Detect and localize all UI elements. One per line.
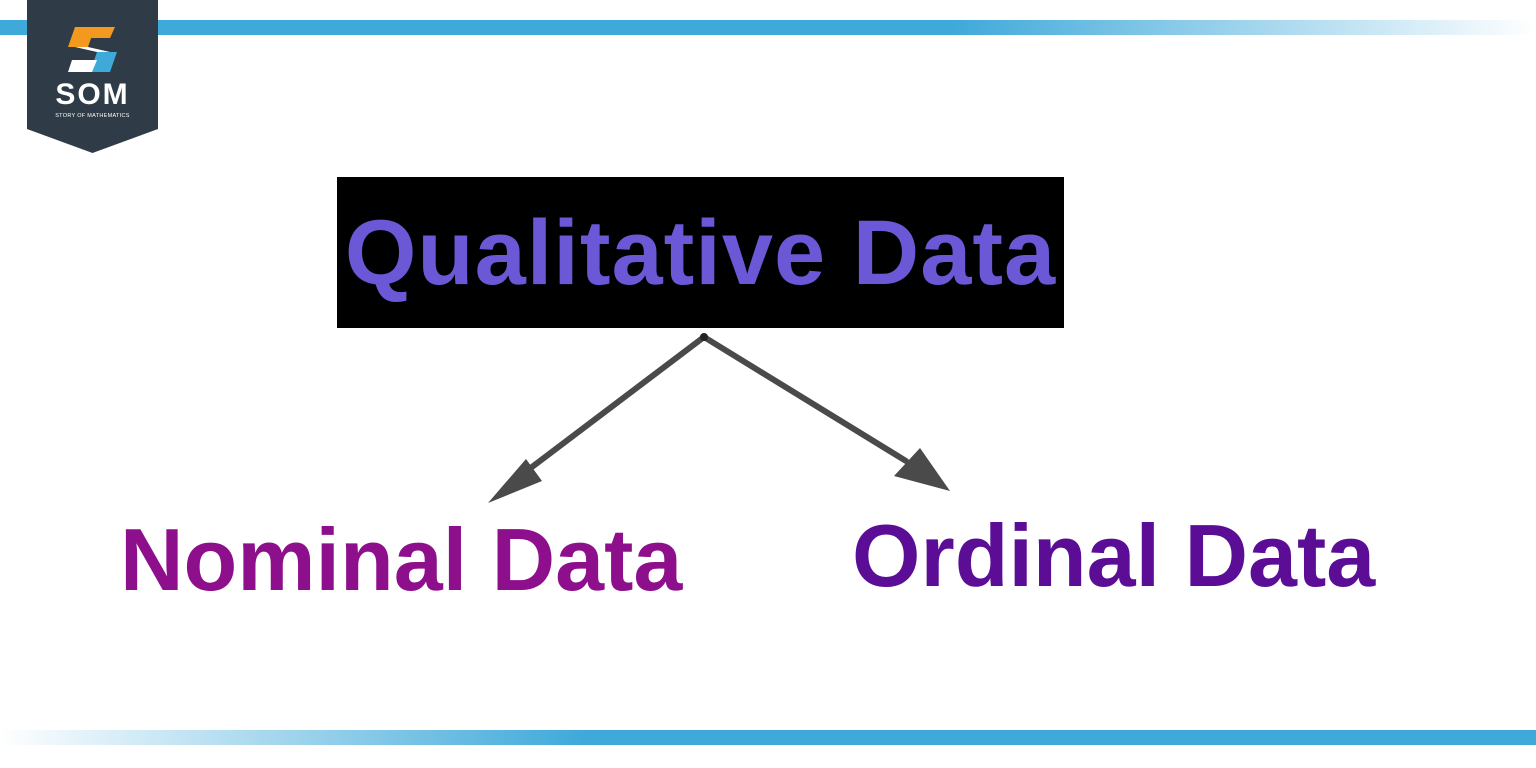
- root-label: Qualitative Data: [344, 201, 1057, 304]
- logo-abbr: SOM: [55, 78, 130, 111]
- arrow-to-nominal: [488, 334, 707, 503]
- child-nominal-data: Nominal Data: [120, 510, 683, 609]
- branch-point: [700, 333, 708, 341]
- child-ordinal-data: Ordinal Data: [852, 506, 1376, 605]
- top-stripe: [0, 20, 1536, 35]
- bottom-stripe: [0, 730, 1536, 745]
- root-node: Qualitative Data: [337, 177, 1064, 328]
- som-logo: SOM STORY OF MATHEMATICS: [27, 0, 158, 153]
- logo-tagline: STORY OF MATHEMATICS: [55, 113, 130, 119]
- logo-badge: [27, 0, 158, 153]
- arrow-to-ordinal: [701, 334, 950, 491]
- logo-mark-icon: [68, 27, 117, 72]
